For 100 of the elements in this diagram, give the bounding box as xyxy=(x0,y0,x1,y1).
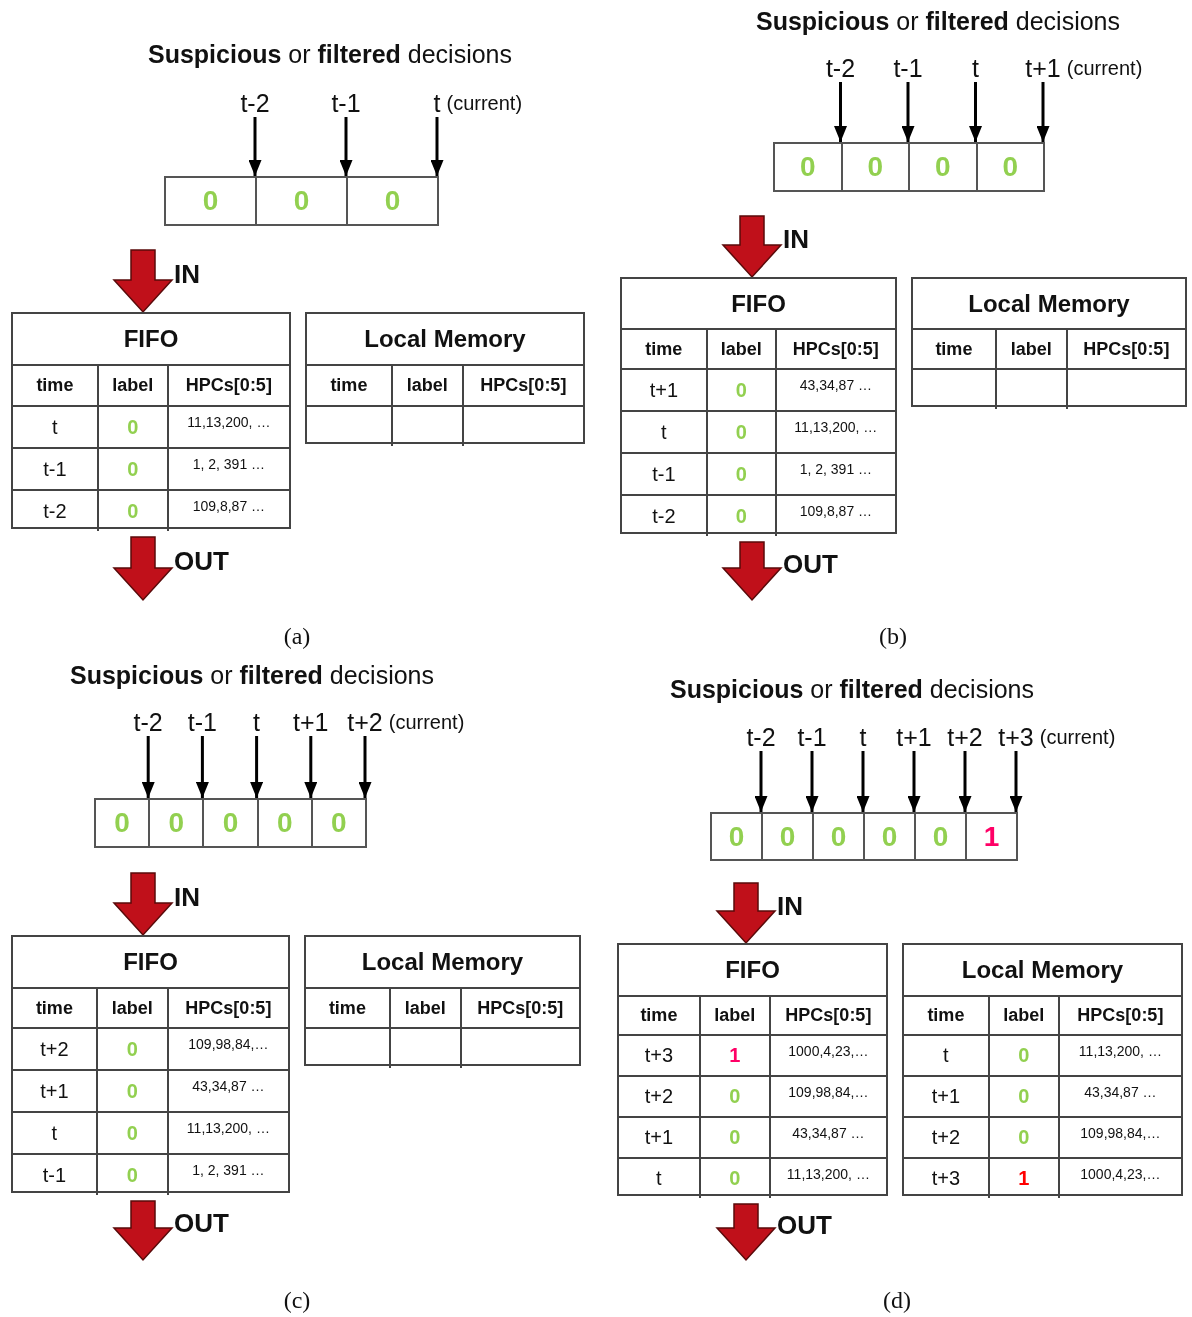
decision-slot: 0 xyxy=(812,812,865,861)
data-table xyxy=(304,935,581,1066)
arrow xyxy=(1036,82,1050,142)
column-header: HPCs[0:5] xyxy=(792,338,879,360)
time-value: t+3 xyxy=(931,1167,961,1190)
data-table xyxy=(620,277,897,534)
edge-label: IN xyxy=(174,260,200,287)
label-value: 0 xyxy=(729,1085,741,1108)
table-title: Local Memory xyxy=(967,288,1131,319)
time-value: t+1 xyxy=(931,1085,961,1108)
hpc-values: 43,34,87 … xyxy=(1084,1083,1157,1100)
table-row xyxy=(622,494,895,536)
block-arrow xyxy=(112,872,174,937)
decision-slot: 0 xyxy=(164,176,257,226)
column-header: time xyxy=(35,997,73,1019)
time-step-label: t-1 xyxy=(797,722,827,751)
decision-slot: 0 xyxy=(346,176,439,226)
time-step-label: t-2 xyxy=(825,53,856,82)
data-table xyxy=(911,277,1187,407)
table-title: Local Memory xyxy=(360,947,525,977)
hpc-values: 109,8,87 … xyxy=(192,498,266,514)
block-arrow xyxy=(112,1200,174,1262)
arrow xyxy=(248,117,262,176)
time-value: t xyxy=(52,415,58,439)
time-value: t xyxy=(943,1044,949,1067)
label-value: 0 xyxy=(127,415,139,439)
block-arrow xyxy=(715,1203,777,1262)
block-arrow xyxy=(721,215,783,279)
block-arrow xyxy=(112,249,174,314)
time-value: t-2 xyxy=(43,499,67,523)
time-value: t+2 xyxy=(931,1126,961,1149)
block-arrow xyxy=(715,882,777,945)
time-value: t xyxy=(51,1121,58,1145)
table-title: Local Memory xyxy=(363,324,527,354)
time-step-label: t+2 xyxy=(347,707,383,736)
time-value: t-1 xyxy=(652,462,676,486)
label-value: 0 xyxy=(127,457,139,481)
arrow xyxy=(958,751,972,812)
hpc-values: 109,98,84,… xyxy=(1080,1124,1161,1141)
time-step-label: t xyxy=(433,88,441,117)
label-value: 0 xyxy=(729,1167,741,1190)
label-value: 0 xyxy=(729,1126,741,1149)
panel-caption: (d) xyxy=(883,1288,911,1312)
time-step-label: t+2 xyxy=(947,722,983,751)
column-header: label xyxy=(404,997,446,1019)
label-value: 0 xyxy=(735,462,747,486)
table-row xyxy=(904,1075,1181,1116)
edge-label: OUT xyxy=(174,547,229,574)
data-table xyxy=(902,943,1183,1196)
decision-slot: 0 xyxy=(202,798,259,848)
hpc-values: 109,98,84,… xyxy=(788,1083,869,1100)
decision-slot: 0 xyxy=(863,812,916,861)
column-header: HPCs[0:5] xyxy=(185,997,272,1019)
table-row xyxy=(904,995,1181,1034)
column-header: label xyxy=(406,375,448,396)
time-value: t+2 xyxy=(644,1085,674,1108)
time-step-label: t xyxy=(859,722,867,751)
hpc-values: 43,34,87 … xyxy=(192,1078,265,1094)
label-value: 0 xyxy=(1018,1044,1030,1067)
table-row xyxy=(904,1157,1181,1198)
arrow xyxy=(195,736,209,798)
hpc-values: 43,34,87 … xyxy=(799,377,873,393)
table-row xyxy=(13,1027,288,1069)
arrow xyxy=(1009,751,1023,812)
hpc-values: 43,34,87 … xyxy=(792,1124,865,1141)
decision-slot: 0 xyxy=(773,142,843,192)
arrow xyxy=(358,736,372,798)
decision-slot: 0 xyxy=(310,798,367,848)
panel-heading: Suspicious or filtered decisions xyxy=(70,663,434,688)
table-title: FIFO xyxy=(122,947,179,977)
column-header: HPCs[0:5] xyxy=(185,375,272,396)
decision-slot: 0 xyxy=(710,812,763,861)
hpc-values: 1000,4,23,… xyxy=(1080,1165,1161,1182)
decision-slot: 0 xyxy=(908,142,978,192)
time-value: t-1 xyxy=(42,1163,67,1187)
panel-caption: (b) xyxy=(879,624,907,648)
time-step-label: t-2 xyxy=(133,707,163,736)
arrow xyxy=(901,82,915,142)
label-value: 0 xyxy=(126,1121,138,1145)
hpc-values: 11,13,200, … xyxy=(187,414,271,430)
table-row xyxy=(13,1111,288,1153)
label-value: 0 xyxy=(1018,1126,1030,1149)
data-table xyxy=(305,312,585,444)
column-header: HPCs[0:5] xyxy=(480,375,567,396)
table-row xyxy=(619,1034,886,1075)
table-title: FIFO xyxy=(122,324,180,354)
table-title: Local Memory xyxy=(960,955,1125,985)
table-row xyxy=(619,1075,886,1116)
table-row xyxy=(622,328,895,368)
time-step-label: t+1 xyxy=(293,707,329,736)
column-header: label xyxy=(1003,1005,1045,1026)
time-value: t+1 xyxy=(40,1079,69,1103)
arrow xyxy=(907,751,921,812)
column-header: time xyxy=(36,375,74,396)
decision-slot: 0 xyxy=(840,142,910,192)
label-value: 0 xyxy=(735,378,747,402)
column-header: label xyxy=(112,375,154,396)
table-title: FIFO xyxy=(730,288,787,319)
hpc-values: 1, 2, 391 … xyxy=(192,456,266,472)
time-value: t+1 xyxy=(649,378,679,402)
